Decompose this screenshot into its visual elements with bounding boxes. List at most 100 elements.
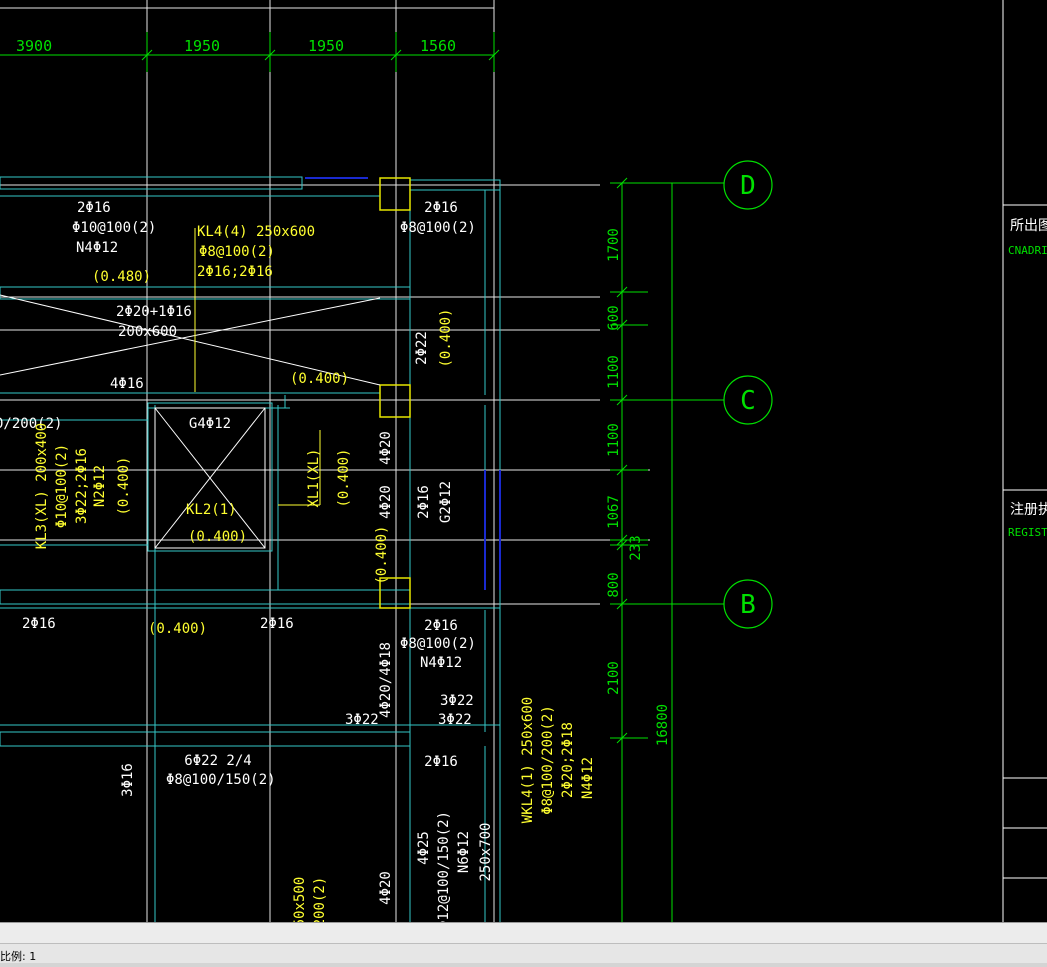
beam-label-l03: N4Φ12	[76, 240, 118, 256]
beam-label-l14: 2Φ22	[414, 331, 430, 365]
cad-line	[616, 286, 628, 298]
beam-label-l25: XL1(XL)	[306, 448, 322, 507]
dim-text-right: 600	[606, 305, 622, 330]
cad-line	[141, 49, 153, 61]
dim-text-right: 800	[606, 572, 622, 597]
cad-line	[488, 49, 500, 61]
beam-label-l49: N4Φ12	[580, 757, 596, 799]
dim-text-top: 1950	[184, 37, 220, 55]
beam-label-l01: 2Φ16	[77, 200, 111, 216]
axis-label-c: C	[740, 386, 756, 416]
cad-line	[616, 732, 628, 744]
cad-line	[390, 49, 402, 61]
axis-bubble[interactable]	[723, 160, 773, 210]
axis-bubble[interactable]	[723, 375, 773, 425]
cad-rect	[379, 177, 411, 211]
beam-label-l38: 4Φ20/4Φ18	[378, 642, 394, 718]
beam-label-l02: Φ10@100(2)	[72, 220, 156, 236]
status-bar: 比例: 1	[0, 922, 1047, 967]
titleblock-text: 所出图	[1010, 218, 1047, 234]
beam-label-l46: WKL4(1) 250x600	[520, 697, 536, 823]
beam-label-l30: 2Φ16	[416, 485, 432, 519]
dim-text-right: 233	[628, 535, 644, 560]
beam-label-l29: (0.400)	[374, 525, 390, 584]
beam-label-l31: G2Φ12	[438, 481, 454, 523]
axis-label-b: B	[740, 590, 756, 620]
cad-line	[616, 464, 628, 476]
beam-label-l22: 3Φ22;2Φ16	[74, 448, 90, 524]
beam-label-l55: 50x500	[292, 877, 308, 922]
scale-label: 比例: 1	[0, 950, 37, 963]
cad-rect	[147, 402, 273, 552]
beam-label-l53: 250x700	[478, 822, 494, 881]
dim-text-total: 16800	[655, 704, 671, 746]
beam-label-l41: 3Φ22	[438, 712, 472, 728]
status-strip	[0, 923, 1047, 944]
beam-label-l09: 200x600	[118, 324, 177, 340]
dim-text-right: 2100	[606, 661, 622, 695]
beam-label-l40: 3Φ22	[345, 712, 379, 728]
beam-label-l23: N2Φ12	[92, 465, 108, 507]
beam-label-l32: 2Φ16	[22, 616, 56, 632]
beam-label-l10: 4Φ16	[110, 376, 144, 392]
beam-label-l16: G4Φ12	[189, 416, 231, 432]
beam-label-l27: 4Φ20	[378, 431, 394, 465]
beam-label-l17: KL2(1)	[186, 502, 237, 518]
dim-text-right: 1100	[606, 423, 622, 457]
beam-label-l48: 2Φ20;2Φ18	[560, 722, 576, 798]
beam-label-l51: Φ12@100/150(2)	[436, 811, 452, 922]
dim-text-right: 1100	[606, 355, 622, 389]
titleblock-text: 注册执	[1010, 502, 1047, 518]
cad-line	[154, 407, 266, 549]
dim-text-right: 1067	[606, 495, 622, 529]
cad-rect	[0, 731, 411, 747]
dim-text-right: 1700	[606, 228, 622, 262]
beam-label-l18: (0.400)	[188, 529, 247, 545]
beam-label-l05: KL4(4) 250x600	[197, 224, 315, 240]
beam-label-l34: 2Φ16	[260, 616, 294, 632]
dim-text-top: 3900	[16, 37, 52, 55]
beam-label-l36: Φ8@100(2)	[400, 636, 476, 652]
beam-label-l26: (0.400)	[336, 448, 352, 507]
cad-rect	[0, 589, 411, 605]
beam-label-l56: 200(2)	[312, 877, 328, 922]
drawing-lines	[0, 0, 1047, 922]
dim-text-top: 1950	[308, 37, 344, 55]
beam-label-l21: Φ10@100(2)	[54, 444, 70, 528]
beam-label-l39: 3Φ22	[440, 693, 474, 709]
dim-text-top: 1560	[420, 37, 456, 55]
cad-rect	[154, 407, 266, 549]
cad-line	[616, 539, 628, 551]
cad-line	[616, 319, 628, 331]
axis-bubble[interactable]	[723, 579, 773, 629]
titleblock-text: REGIST	[1008, 526, 1047, 539]
beam-label-l35: 2Φ16	[424, 618, 458, 634]
cad-rect	[379, 577, 411, 609]
beam-label-l12: 2Φ16	[424, 200, 458, 216]
status-tail	[0, 963, 1047, 967]
cad-line	[0, 297, 381, 376]
beam-label-l52: N6Φ12	[456, 831, 472, 873]
cad-rect	[379, 384, 411, 418]
beam-label-l04: (0.480)	[92, 269, 151, 285]
beam-label-l11: (0.400)	[290, 371, 349, 387]
beam-label-l19: 0/200(2)	[0, 416, 62, 432]
beam-label-l13: Φ8@100(2)	[400, 220, 476, 236]
axis-label-d: D	[740, 171, 756, 201]
beam-label-l54: 4Φ20	[378, 871, 394, 905]
cad-line	[264, 49, 276, 61]
cad-rect	[0, 176, 303, 190]
beam-label-l44: 3Φ16	[120, 763, 136, 797]
beam-label-l42: 6Φ22 2/4	[184, 753, 251, 769]
beam-label-l28: 4Φ20	[378, 485, 394, 519]
beam-label-l06: Φ8@100(2)	[199, 244, 275, 260]
beam-label-l33: (0.400)	[148, 621, 207, 637]
beam-label-l50: 4Φ25	[416, 831, 432, 865]
beam-label-l08: 2Φ20+1Φ16	[116, 304, 192, 320]
cad-line	[0, 294, 381, 386]
beam-label-l24: (0.400)	[116, 456, 132, 515]
beam-label-l07: 2Φ16;2Φ16	[197, 264, 273, 280]
